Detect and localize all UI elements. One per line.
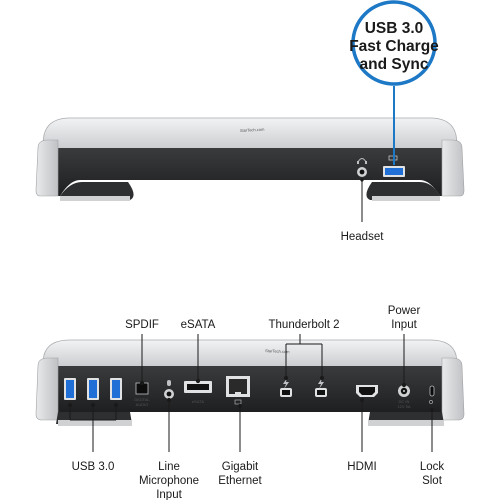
digital-audio-text-1: DIGITAL <box>134 397 150 402</box>
ethernet-port[interactable] <box>226 376 250 397</box>
hdmi-port[interactable] <box>356 385 378 397</box>
line-label-line-1: Line <box>158 461 180 473</box>
thunderbolt-label: Thunderbolt 2 <box>269 319 340 331</box>
lock-label-line-2: Slot <box>422 475 443 487</box>
rear-usb-port-2[interactable] <box>87 378 99 400</box>
rear-brand-logo: StarTech.com <box>265 348 290 354</box>
rear-callout-lines <box>67 334 435 452</box>
rear-usb-port-1[interactable] <box>64 378 76 400</box>
headset-jack[interactable] <box>357 167 367 177</box>
ethernet-label-line-1: Gigabit <box>222 461 259 473</box>
line-label-line-3: Input <box>156 489 182 500</box>
lock-slot[interactable] <box>429 385 435 397</box>
line-label-line-2: Microphone <box>139 475 199 487</box>
ethernet-label-line-2: Ethernet <box>218 475 262 487</box>
front-brand-logo: StarTech.com <box>240 127 265 133</box>
callout-line-1: USB 3.0 <box>365 20 424 37</box>
headset-callout: Headset <box>341 178 385 243</box>
thunderbolt-icon-1 <box>283 378 289 389</box>
network-icon <box>234 399 242 405</box>
hdmi-label: HDMI <box>347 461 376 473</box>
rear-dock: StarTech.com DIGITAL AUDIO <box>35 339 465 426</box>
power-label-line-1: Power <box>388 305 421 317</box>
lock-label-line-1: Lock <box>420 461 445 473</box>
esata-label: eSATA <box>181 319 216 331</box>
spdif-label: SPDIF <box>125 319 159 331</box>
dc-in-text-1: DC IN <box>399 399 410 404</box>
power-port[interactable] <box>398 385 410 397</box>
microphone-icon <box>167 380 171 386</box>
usb-label: USB 3.0 <box>72 461 115 473</box>
headset-icon <box>357 158 367 164</box>
thunderbolt-port-2[interactable] <box>315 388 327 397</box>
digital-audio-text-2: AUDIO <box>136 402 149 407</box>
lock-icon <box>429 400 433 404</box>
callout-line-2: Fast Charge <box>349 38 439 55</box>
power-label-line-2: Input <box>391 319 417 331</box>
thunderbolt-port-1[interactable] <box>280 388 292 397</box>
callout-ring <box>351 0 437 86</box>
front-usb-port[interactable] <box>383 166 405 177</box>
line-mic-jack[interactable] <box>164 389 174 399</box>
headset-label: Headset <box>341 231 385 243</box>
esata-small-text: eSATA <box>192 399 204 404</box>
dc-in-text-2: 12V 5A <box>397 404 410 409</box>
thunderbolt-icon-2 <box>318 378 324 389</box>
esata-port[interactable] <box>184 381 212 393</box>
callout-line-3: and Sync <box>360 56 429 73</box>
usb-callout: USB 3.0 Fast Charge and Sync <box>349 0 439 165</box>
rear-usb-port-3[interactable] <box>110 378 122 400</box>
front-dock: StarTech.com <box>35 117 465 201</box>
